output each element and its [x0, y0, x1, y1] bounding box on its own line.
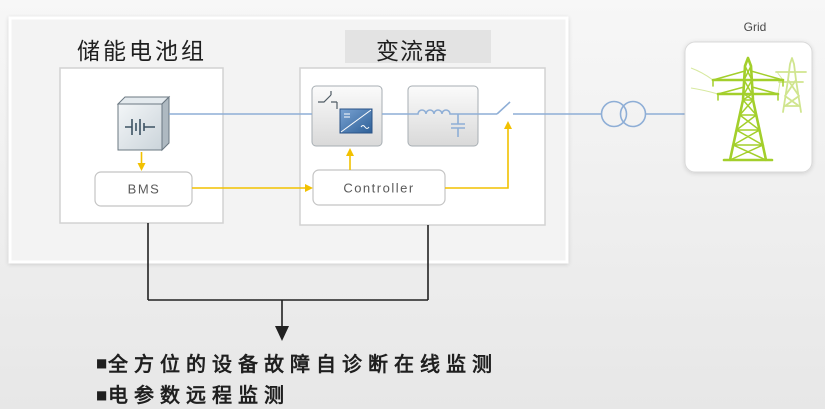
- transformer-primary-coil: [600, 100, 628, 128]
- filter-inductor: [408, 109, 478, 115]
- inverter-conversion-marks: [340, 109, 372, 133]
- signal-arrowhead-inverter: [346, 148, 354, 156]
- switch-icon: [496, 101, 511, 115]
- feature-list: ■ 全方位的设备故障自诊断在线监测 ■ 电参数远程监测: [96, 352, 498, 407]
- lc-filter-icon: [407, 85, 479, 147]
- power-line: [169, 100, 685, 128]
- battery-group-title: 储能电池组: [77, 39, 207, 65]
- signal-arrowhead-switch: [504, 121, 512, 129]
- controller-label: Controller: [343, 181, 414, 196]
- transmission-tower-icon: [690, 56, 807, 162]
- far-tower: [775, 57, 807, 113]
- monitoring-connector: [147, 223, 429, 341]
- tower-frame: [711, 56, 785, 162]
- converter-title-band: [345, 30, 491, 63]
- battery-side-face: [161, 95, 170, 152]
- filter-icon-frame: [407, 85, 479, 147]
- battery-icon: [116, 95, 171, 152]
- feature-text: 电参数远程监测: [108, 383, 290, 407]
- feature-item: ■ 全方位的设备故障自诊断在线监测: [96, 352, 498, 376]
- converter-title: 变流器: [376, 39, 448, 65]
- dc-ac-inverter-icon: [311, 85, 383, 147]
- inverter-dc-switch-symbol: [318, 91, 338, 109]
- bms-label: BMS: [128, 182, 161, 197]
- filter-capacitor: [451, 114, 465, 137]
- feature-text: 全方位的设备故障自诊断在线监测: [107, 352, 498, 376]
- tower-lattice: [712, 65, 784, 161]
- feature-bullet: ■: [96, 356, 107, 370]
- converter-section: 变流器 Controller: [299, 30, 546, 226]
- grid-label: Grid: [744, 20, 767, 34]
- signal-lines: [137, 121, 512, 192]
- battery-symbol: [125, 119, 155, 135]
- tower-cables: [690, 67, 784, 95]
- grid-section: Grid: [684, 20, 813, 173]
- bms-box: [94, 171, 193, 207]
- feature-bullet: ■: [96, 388, 107, 402]
- signal-arrowhead-controller: [305, 184, 313, 192]
- feature-item: ■ 电参数远程监测: [96, 383, 290, 407]
- signal-arrowhead-bms: [137, 163, 146, 171]
- signal-controller-to-switch: [445, 128, 509, 189]
- battery-group-section: 储能电池组 BMS: [59, 39, 224, 224]
- connector-arrowhead: [275, 326, 289, 341]
- battery-top-face: [116, 96, 171, 105]
